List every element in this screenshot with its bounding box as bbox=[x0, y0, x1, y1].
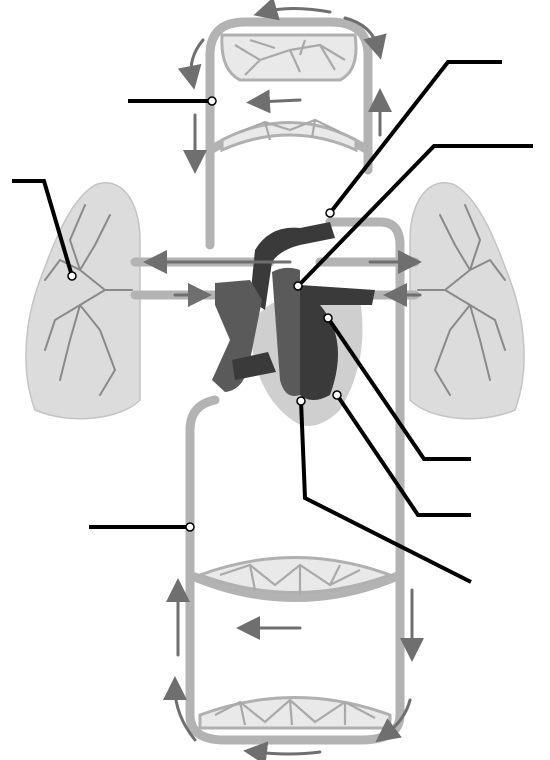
right-lung bbox=[410, 183, 524, 419]
leader-upper-body-vein bbox=[128, 97, 216, 105]
capillary-bed-bottom bbox=[200, 698, 390, 729]
capillary-bed-top bbox=[222, 35, 356, 80]
leader-lower-body-vein bbox=[89, 523, 194, 531]
capillary-bed-upper bbox=[222, 120, 356, 150]
left-lung bbox=[26, 183, 140, 419]
leader-right-ventricle bbox=[297, 397, 471, 582]
heart bbox=[212, 222, 375, 426]
